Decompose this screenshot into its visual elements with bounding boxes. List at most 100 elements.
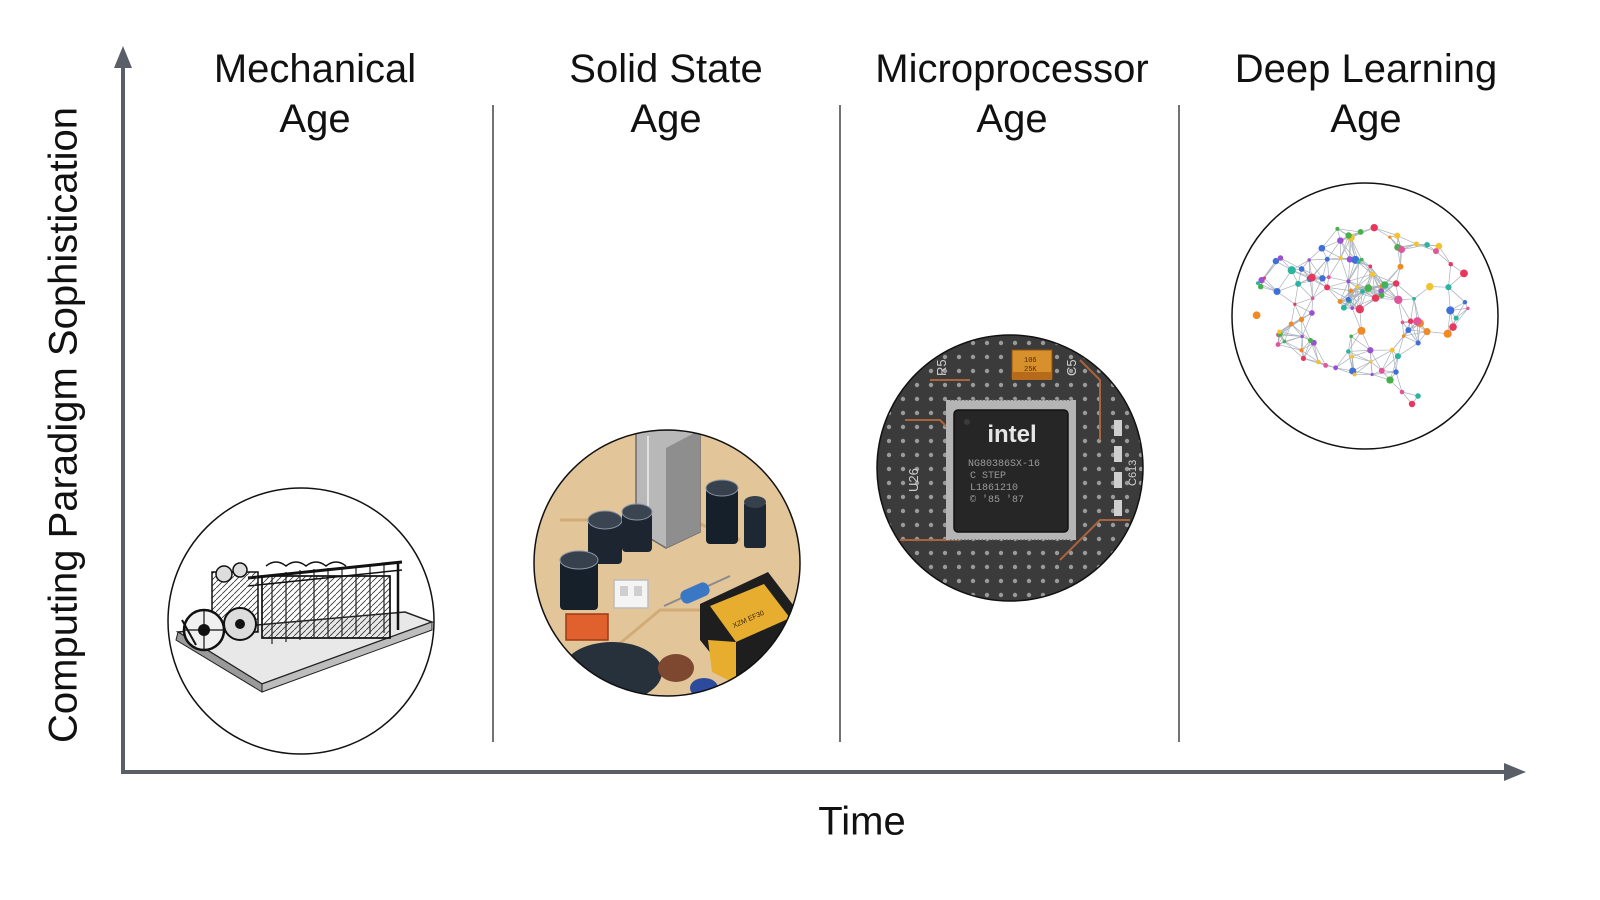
neuron-node: [1337, 298, 1343, 305]
neuron-node: [1350, 354, 1355, 359]
era-title-line2: Age: [279, 97, 351, 141]
neuron-node: [1318, 244, 1326, 252]
neuron-node: [1340, 304, 1347, 311]
neuron-node: [1349, 334, 1353, 339]
neuron-node: [1397, 263, 1404, 270]
x-axis-arrow-icon: [1504, 763, 1526, 781]
neuron-node: [1389, 347, 1395, 353]
neuron-node: [1369, 271, 1376, 277]
neuron-node: [1337, 237, 1344, 244]
neuron-node: [1275, 342, 1281, 347]
neuron-node: [1258, 276, 1265, 284]
neuron-node: [1324, 256, 1330, 262]
era-title-line1: Microprocessor: [875, 47, 1149, 91]
chip-part-label: NG80386SX-16: [968, 459, 1040, 470]
neuron-node: [1338, 255, 1343, 260]
x-axis-label: Time: [818, 799, 906, 844]
chip-step-label: C STEP: [970, 471, 1006, 482]
era-title-line2: Age: [1330, 97, 1402, 141]
neuron-node: [1288, 321, 1294, 327]
neuron-node: [1323, 363, 1329, 368]
neuron-node: [1300, 334, 1304, 339]
neuron-node: [1407, 318, 1414, 324]
neuron-node: [1392, 280, 1400, 287]
neuron-node: [1370, 223, 1378, 232]
neuron-node: [1359, 257, 1364, 262]
neuron-node: [1448, 261, 1453, 267]
neuron-node: [1333, 365, 1339, 371]
neuron-node: [1316, 359, 1321, 365]
neuron-node: [1357, 229, 1364, 235]
neuron-node: [1273, 287, 1281, 296]
board-c-label: C5: [1064, 359, 1079, 376]
neuron-node: [1378, 288, 1385, 294]
neuron-node: [1307, 258, 1311, 262]
neuron-node: [1345, 232, 1352, 239]
neuron-node: [1371, 294, 1380, 302]
era-title-line1: Deep Learning: [1234, 47, 1498, 91]
neuron-node: [1299, 348, 1304, 353]
neuron-node: [1364, 284, 1373, 292]
neuron-node: [1307, 273, 1316, 282]
neuron-node: [1326, 275, 1331, 280]
neuron-node: [1435, 242, 1443, 250]
circuit-board-image: XZM EF30: [533, 429, 801, 697]
neuron-node: [1386, 376, 1394, 384]
neuron-node: [1346, 349, 1351, 354]
neuron-node: [1446, 306, 1455, 315]
neuron-node: [1445, 284, 1452, 291]
neuron-node: [1394, 353, 1401, 360]
neuron-node: [1460, 269, 1468, 278]
neuron-node: [1300, 355, 1307, 361]
neuron-node: [1412, 296, 1416, 301]
neuron-node: [1413, 241, 1419, 247]
neuron-node: [1449, 323, 1457, 331]
neuron-node: [1400, 320, 1405, 325]
board-u-label: U26: [906, 468, 921, 492]
cap-label-2: 25K: [1024, 366, 1037, 374]
neuron-node: [1355, 305, 1364, 314]
era-title-deep-learning: Deep Learning Age: [1196, 44, 1536, 144]
intel-chip-image: intel NG80386SX-16 C STEP L1861210 © '85…: [876, 334, 1144, 602]
neuron-node: [1360, 289, 1365, 294]
x-axis: [121, 763, 1526, 781]
neuron-node: [1277, 329, 1282, 335]
neuron-node: [1335, 226, 1340, 231]
neuron-node: [1369, 360, 1373, 364]
era-title-mechanical: Mechanical Age: [145, 44, 485, 144]
neuron-node: [1346, 279, 1351, 284]
era-title-line2: Age: [976, 97, 1048, 141]
neuron-node: [1378, 367, 1385, 374]
mechanical-calculator-image: [167, 487, 435, 755]
y-axis-arrow-icon: [114, 46, 132, 68]
neuron-node: [1287, 266, 1296, 275]
neuron-node: [1355, 285, 1359, 289]
neuron-node: [1413, 317, 1422, 326]
neuron-node: [1432, 248, 1439, 255]
neuron-node: [1293, 302, 1297, 306]
neuron-node: [1357, 326, 1366, 335]
neuron-node: [1352, 372, 1357, 377]
neural-brain-image: [1231, 182, 1499, 450]
neuron-node: [1466, 306, 1470, 311]
era-title-solid-state: Solid State Age: [496, 44, 836, 144]
neuron-node: [1298, 316, 1305, 323]
neuron-node: [1426, 282, 1434, 291]
neuron-node: [1443, 329, 1452, 338]
neuron-node: [1348, 288, 1354, 294]
neuron-node: [1381, 281, 1388, 287]
neuron-node: [1298, 266, 1305, 272]
neuron-node: [1394, 295, 1403, 305]
chip-year-label: © '85 '87: [970, 494, 1024, 506]
neuron-node: [1277, 255, 1284, 261]
neuron-node: [1423, 328, 1431, 336]
neuron-node: [1252, 311, 1261, 320]
neuron-node: [1272, 257, 1280, 265]
neuron-node: [1398, 246, 1406, 254]
neuron-node: [1424, 241, 1430, 248]
neuron-node: [1368, 264, 1373, 269]
neuron-node: [1453, 315, 1459, 321]
neuron-node: [1370, 372, 1374, 377]
neuron-node: [1308, 338, 1314, 344]
